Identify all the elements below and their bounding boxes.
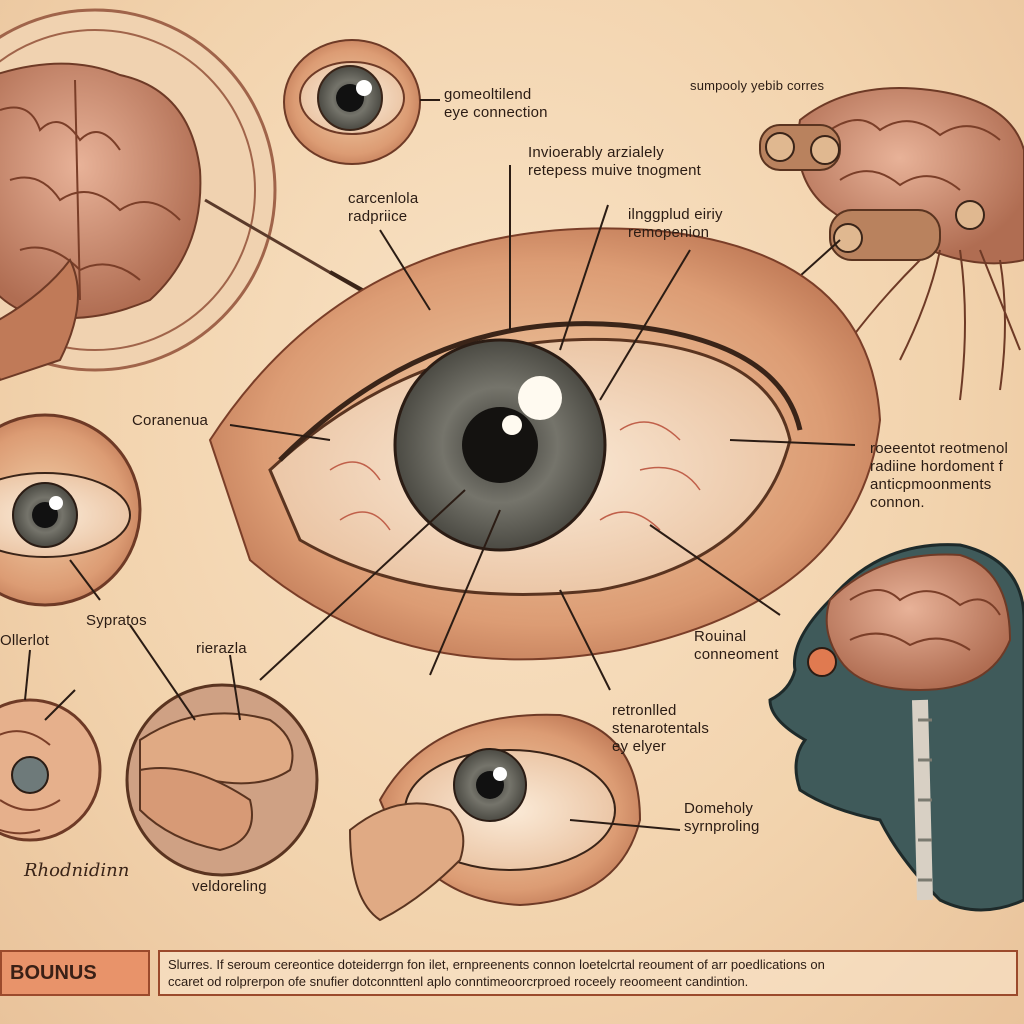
bottom-eye-figure	[348, 713, 681, 922]
brain-dial-figure	[0, 8, 381, 382]
hand-circle-figure	[125, 624, 319, 877]
main-eye-figure	[208, 165, 882, 691]
bottom-left-magnified-figure	[0, 649, 102, 842]
label-riereala: rierazla	[196, 640, 247, 657]
small-eye-top	[283, 39, 440, 165]
label-far-left: Ollerlot	[0, 632, 50, 649]
label-symptoms: Sypratos	[86, 612, 147, 629]
head-profile-figure	[768, 543, 1024, 912]
footer-banner: BOUNUS Slurres. If seroum cereontice dot…	[0, 944, 1024, 1002]
label-top-right: sumpooly yebib corres	[690, 78, 825, 93]
footer-line-1: Slurres. If seroum cereontice doteiderrg…	[168, 957, 825, 972]
mechanical-brain-figure	[739, 87, 1024, 401]
footer-line-2: ccaret od rolprerpon ofe snufier dotconn…	[168, 974, 749, 989]
left-eye-figure	[0, 413, 142, 607]
label-left-side: Coranenua	[132, 412, 209, 429]
footer-tag: BOUNUS	[0, 950, 150, 996]
label-bottom-left: veldoreling	[192, 878, 267, 895]
artist-signature: Rhodnidinn	[24, 860, 130, 881]
footer-text-box: Slurres. If seroum cereontice doteiderrg…	[158, 950, 1018, 996]
